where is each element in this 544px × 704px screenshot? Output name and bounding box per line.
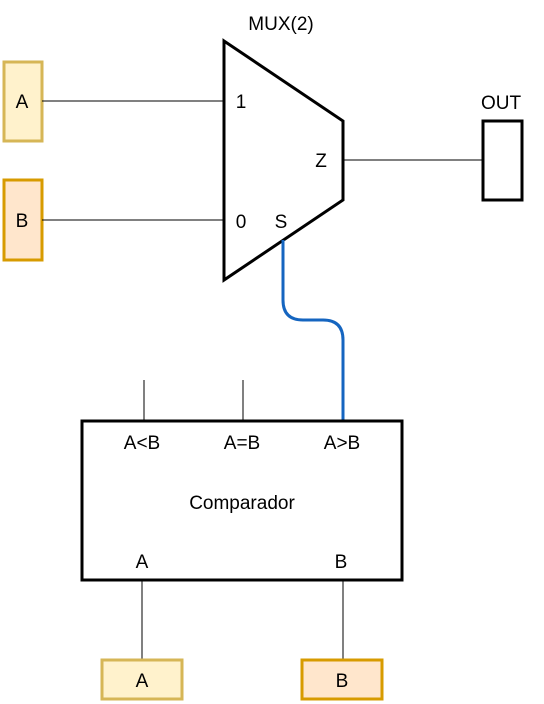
comparator-out-lt: A<B (124, 433, 160, 454)
output-label: OUT (481, 93, 522, 114)
input-a-box (2, 60, 44, 143)
comparator-in-a: A (136, 552, 149, 573)
output-box (481, 119, 524, 202)
mux-title: MUX(2) (248, 14, 313, 35)
bottom-input-a-box (100, 658, 184, 701)
bottom-input-b-box (300, 658, 384, 701)
comparator-box (80, 419, 404, 582)
comparator-in-b: B (335, 552, 348, 573)
input-b-label: B (16, 211, 29, 232)
comparator-name: Comparador (189, 493, 295, 514)
input-b-box (2, 178, 44, 262)
mux-output-label: Z (315, 151, 327, 172)
bottom-input-a-label: A (136, 671, 149, 692)
mux-input-1-label: 1 (236, 92, 247, 113)
mux-select-label: S (275, 212, 288, 233)
select-wire (281, 240, 345, 421)
bottom-input-b-label: B (336, 671, 349, 692)
comparator-out-gt: A>B (324, 433, 360, 454)
mux-body (222, 38, 345, 283)
input-a-label: A (16, 92, 29, 113)
mux-input-0-label: 0 (236, 212, 247, 233)
comparator-out-eq: A=B (224, 433, 260, 454)
